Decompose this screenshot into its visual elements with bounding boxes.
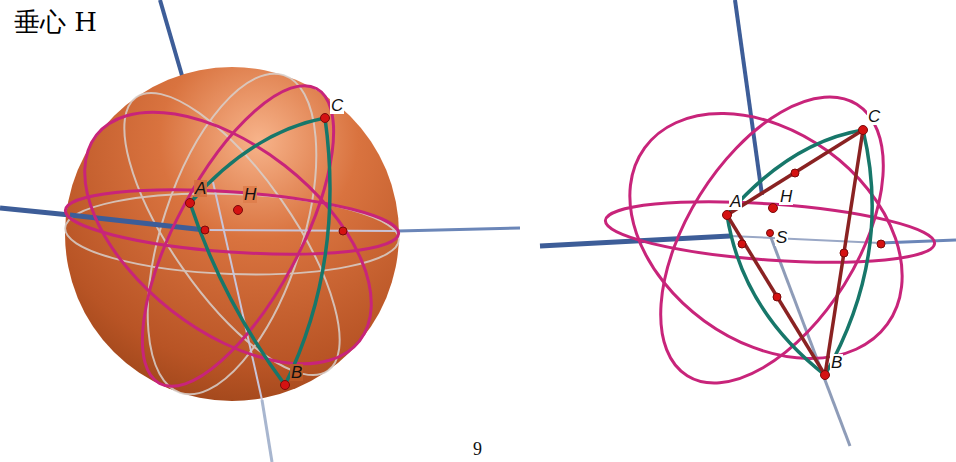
altitude-circles-right: [583, 59, 949, 420]
axis-lines: [0, 0, 520, 462]
page-number: 9: [472, 440, 483, 458]
sphere-grid: [64, 54, 401, 415]
point-label: C: [330, 97, 344, 114]
axis-lines-front: [70, 182, 398, 400]
spherical-triangle-right: [727, 130, 872, 375]
points: [186, 114, 348, 390]
point-label: C: [867, 108, 881, 125]
point-label: B: [830, 354, 843, 371]
figure-title: 垂心 H: [14, 8, 97, 37]
axis-lines-right: [540, 0, 956, 446]
spherical-triangle: [190, 118, 330, 385]
plane-triangle: [727, 130, 863, 375]
point-label: H: [779, 188, 793, 205]
point-label: H: [243, 186, 257, 203]
point-label: B: [290, 364, 303, 381]
point-label: A: [194, 180, 207, 197]
point-label: S: [775, 229, 788, 246]
point-label: A: [729, 193, 742, 210]
points-right: [723, 126, 886, 380]
altitude-circles: [40, 59, 416, 413]
